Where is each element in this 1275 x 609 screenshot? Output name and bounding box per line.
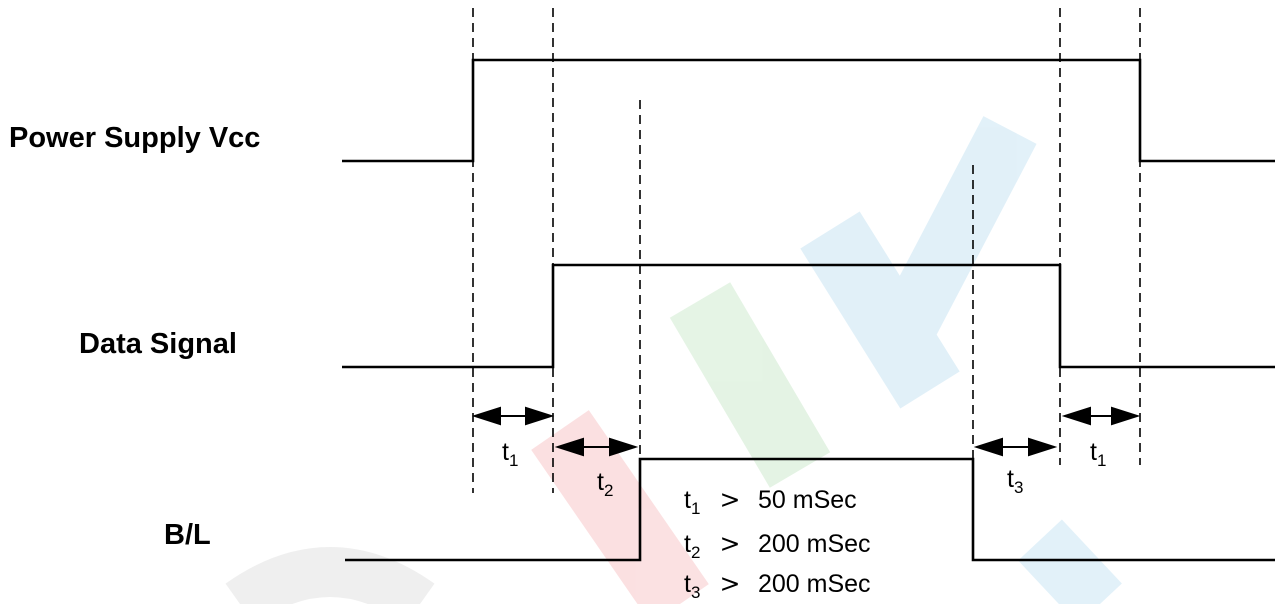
signal-label-vcc: Power Supply Vcc [9, 122, 261, 154]
requirement-t1: t1>50 mSec [684, 485, 857, 518]
signal-label-data: Data Signal [79, 328, 237, 360]
watermark-stroke-blue-1 [800, 211, 960, 409]
requirement-t2: t2>200 mSec [684, 529, 871, 562]
bl-waveform [345, 457, 1275, 562]
watermark-stroke-red [531, 410, 709, 609]
interval-label-t1-right: t1 [1090, 438, 1107, 470]
interval-label-t3: t3 [1007, 465, 1024, 497]
vcc-waveform [342, 58, 1275, 163]
watermark-stroke-blue-2 [873, 116, 1037, 354]
interval-label-t1-left: t1 [502, 438, 519, 470]
watermark-stroke-blue-3 [1018, 519, 1122, 609]
watermark-stroke-grey [225, 547, 435, 609]
requirement-t3: t3>200 mSec [684, 569, 871, 602]
data-signal-waveform [342, 263, 1275, 369]
signal-label-bl: B/L [164, 519, 211, 551]
t1-right-arrow [1061, 406, 1141, 426]
t2-arrow [554, 437, 639, 457]
t3-arrow [973, 437, 1058, 457]
interval-label-t2: t2 [597, 468, 614, 500]
watermark-logo [225, 116, 1122, 609]
t1-left-arrow [471, 406, 555, 426]
watermark-stroke-green [669, 282, 831, 488]
